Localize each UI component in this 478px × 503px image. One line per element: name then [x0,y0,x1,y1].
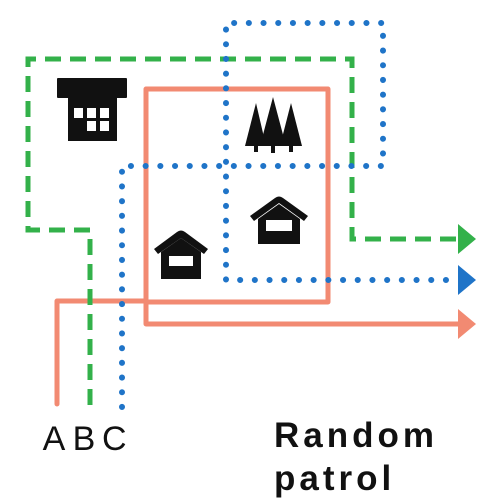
route-b-arrowhead [458,224,476,254]
route-c-arrowhead [458,265,476,295]
title-line-1: Random [274,416,438,455]
house-icon-small [154,230,208,279]
building-icon [57,78,127,141]
route-a-outer-path [54,298,149,407]
diagram-title: Random patrol [274,414,474,500]
house-icon-large [250,196,308,244]
route-a-arrowhead [458,309,476,339]
route-b [25,56,476,405]
route-a [54,86,476,407]
route-a-exit-line [143,299,461,327]
title-line-2: patrol [274,459,396,499]
route-b-path [25,56,458,405]
route-labels: A B C [42,420,127,458]
forest-icon [245,97,302,153]
route-label-c: C [102,420,127,458]
route-label-b: B [72,420,96,458]
route-c [119,20,476,410]
route-a-loop [143,86,331,305]
route-label-a: A [42,420,66,458]
route-c-path [119,20,461,410]
